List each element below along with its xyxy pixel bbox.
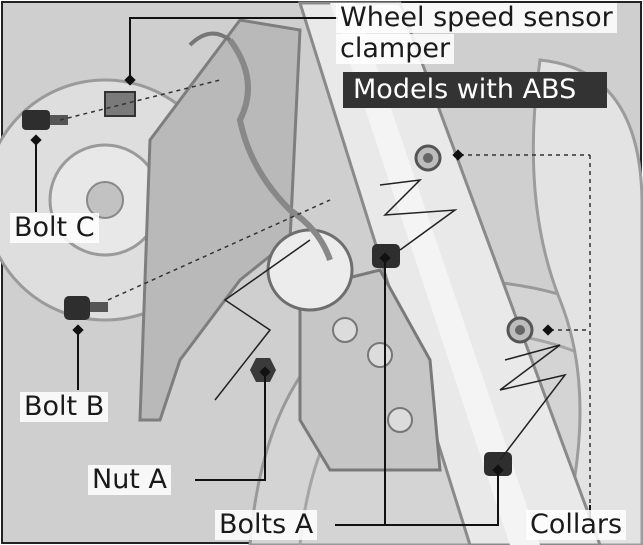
hub-center	[86, 181, 124, 219]
fender	[138, 18, 302, 422]
bolt-c-hardware	[22, 110, 68, 130]
bolt-a-lower-hardware	[484, 452, 512, 476]
sensor-cable-clip	[188, 31, 232, 47]
collars-label: Collars	[526, 510, 627, 540]
fork-tube-highlight	[330, 3, 540, 545]
caliper-port	[387, 407, 413, 433]
nut-a-label: Nut A	[88, 465, 171, 495]
caliper-port	[367, 342, 393, 368]
wheel-speed-sensor-label-line2: clamper	[336, 34, 455, 64]
brake-disc	[531, 58, 643, 545]
bolts-a-label: Bolts A	[215, 510, 318, 540]
callout-leaders	[35, 17, 591, 526]
bolt-b-label: Bolt B	[20, 392, 109, 422]
clamper-block	[104, 91, 136, 117]
caliper-port	[332, 317, 358, 343]
zigzag-leaders	[214, 178, 567, 461]
collar-lower-hardware	[506, 316, 534, 344]
sensor-cable	[227, 38, 333, 262]
bolt-b-hardware	[64, 296, 108, 320]
collar-upper-hardware	[414, 144, 442, 172]
exploded-guides	[59, 79, 591, 505]
wheel-speed-sensor-label: Wheel speed sensor	[336, 3, 617, 33]
reflector	[266, 228, 354, 312]
models-with-abs-badge: Models with ABS	[343, 72, 607, 108]
bolt-c-label: Bolt C	[10, 213, 99, 243]
